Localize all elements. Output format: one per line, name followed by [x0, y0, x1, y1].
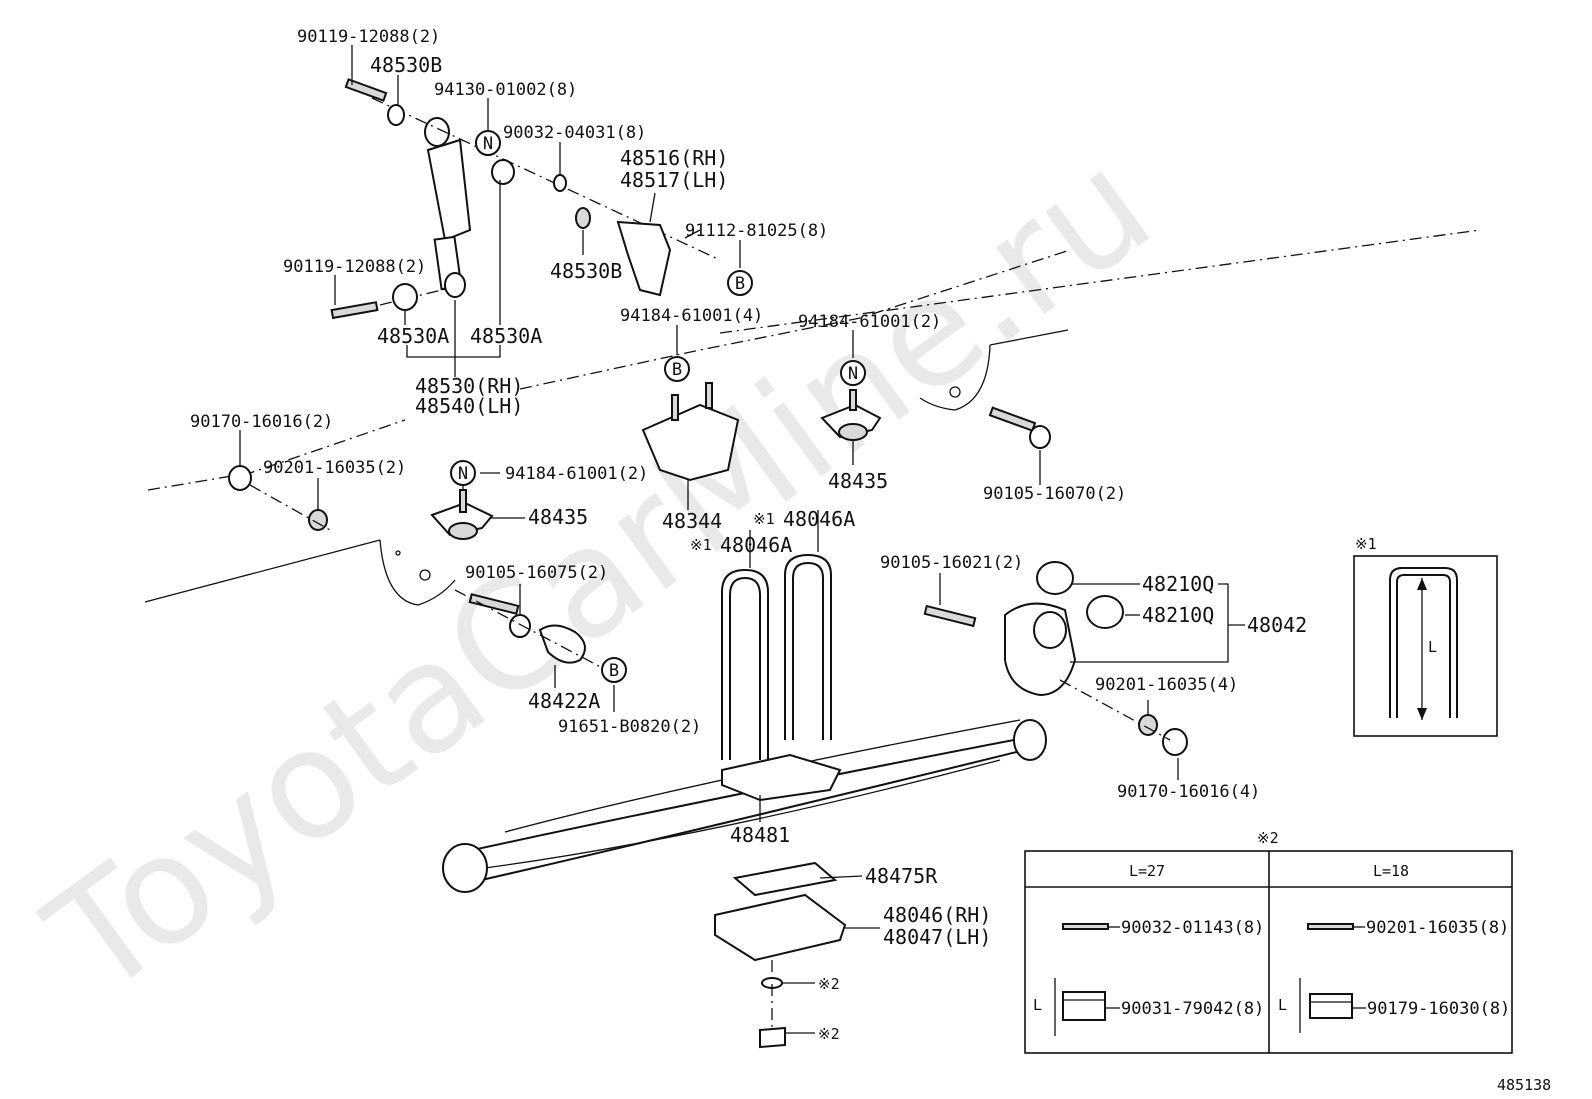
leader-lines: [239, 45, 1245, 1034]
label-48475r: 48475R: [865, 864, 938, 888]
table2-col2-washer: 90201-16035(8): [1366, 918, 1509, 938]
pad-48475r: [732, 861, 838, 897]
svg-text:B: B: [672, 360, 682, 380]
spring-seat-48481: [721, 753, 842, 802]
label-48344: 48344: [662, 509, 722, 533]
label-48046a-1: 48046A: [783, 507, 855, 531]
circle-b-mid: B: [664, 356, 690, 382]
label-48530b-mid: 48530B: [550, 259, 622, 283]
label-48530a-right: 48530A: [470, 324, 542, 348]
table2-col2-header: L=18: [1373, 862, 1409, 880]
label-48435-left: 48435: [528, 505, 588, 529]
circle-n-left: N: [450, 460, 476, 486]
upper-hardware: [330, 78, 672, 320]
label-94184-2-left: 94184-61001(2): [505, 464, 648, 484]
label-48516: 48516(RH): [620, 146, 728, 170]
label-48530b-top: 48530B: [370, 53, 442, 77]
label-91651: 91651-B0820(2): [558, 717, 701, 737]
label-48530: 48530(RH): [415, 374, 523, 398]
circle-b-upper: B: [727, 270, 753, 296]
label-90119-top: 90119-12088(2): [297, 27, 440, 47]
label-90201-right: 90201-16035(4): [1095, 675, 1238, 695]
u-bolts: [721, 553, 832, 760]
circle-n-right: N: [840, 360, 866, 386]
label-90201-left: 90201-16035(2): [263, 458, 406, 478]
label-91112: 91112-81025(8): [685, 221, 828, 241]
circle-n-upper: N: [475, 130, 501, 156]
label-48435-right: 48435: [828, 469, 888, 493]
shackle-48042: [923, 561, 1188, 756]
label-48517: 48517(LH): [620, 168, 728, 192]
bump-stopper-48344: [641, 382, 740, 482]
circle-b-lower: B: [601, 657, 627, 683]
table-note2: ※2 L=27 L=18 90032-01143(8) 90201-16035(…: [1024, 829, 1513, 1054]
svg-text:N: N: [848, 364, 858, 384]
label-90170-right: 90170-16016(4): [1117, 782, 1260, 802]
label-90170-left: 90170-16016(2): [190, 412, 333, 432]
svg-text:B: B: [609, 661, 619, 681]
lower-left-hardware: [228, 406, 1051, 673]
label-note2-nut: ※2: [818, 1025, 840, 1043]
label-48210q-1: 48210Q: [1142, 572, 1214, 596]
part-labels: 90119-12088(2) 48530B 94130-01002(8) 900…: [190, 27, 1307, 1043]
frame-lines: [144, 229, 1481, 606]
svg-text:B: B: [735, 274, 745, 294]
table2-title: ※2: [1257, 829, 1279, 847]
label-90105-16021: 90105-16021(2): [880, 553, 1023, 573]
label-note1-b: ※1: [690, 536, 712, 554]
label-90119-mid: 90119-12088(2): [283, 257, 426, 277]
label-48422a: 48422A: [528, 689, 600, 713]
bumper-48435-left: [430, 489, 494, 540]
table2-col1-L: L: [1033, 996, 1042, 1014]
figure-id: 485138: [1497, 1076, 1551, 1094]
svg-text:N: N: [483, 134, 493, 154]
label-48530a-left: 48530A: [377, 324, 449, 348]
label-48210q-2: 48210Q: [1142, 603, 1214, 627]
label-48540: 48540(LH): [415, 394, 523, 418]
inset1-title: ※1: [1355, 535, 1377, 553]
label-48042: 48042: [1247, 613, 1307, 637]
bumper-48435-right: [820, 389, 882, 441]
label-94184-2-right: 94184-61001(2): [798, 312, 941, 332]
label-48046a-2: 48046A: [720, 533, 792, 557]
label-48046: 48046(RH): [883, 903, 991, 927]
svg-text:N: N: [458, 464, 468, 484]
label-94130: 94130-01002(8): [434, 80, 577, 100]
table2-col1-washer: 90032-01143(8): [1121, 918, 1264, 938]
inset-note1: ※1 L: [1353, 535, 1498, 737]
label-note2-washer: ※2: [818, 975, 840, 993]
table2-col2-L: L: [1278, 996, 1287, 1014]
label-48047: 48047(LH): [883, 925, 991, 949]
table2-col2-nut: 90179-16030(8): [1367, 999, 1510, 1019]
plate-48046: [714, 893, 847, 1049]
inset1-length-label: L: [1428, 638, 1437, 656]
label-94184-4: 94184-61001(4): [620, 306, 763, 326]
label-90032-04031: 90032-04031(8): [503, 123, 646, 143]
table2-col1-nut: 90031-79042(8): [1121, 999, 1264, 1019]
label-48481: 48481: [730, 823, 790, 847]
label-note1-a: ※1: [753, 510, 775, 528]
label-90105-16075: 90105-16075(2): [465, 563, 608, 583]
label-90105-16070: 90105-16070(2): [983, 484, 1126, 504]
table2-col1-header: L=27: [1129, 862, 1165, 880]
